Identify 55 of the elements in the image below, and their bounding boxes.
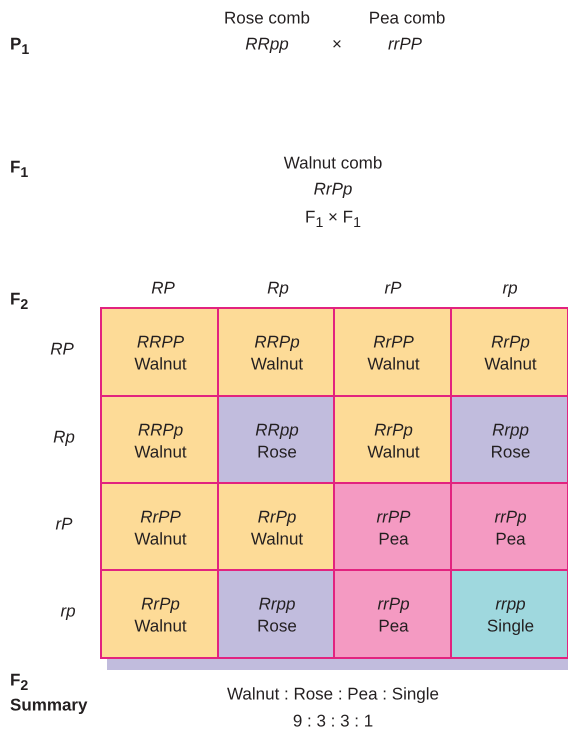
phenotype-label: Walnut: [250, 530, 304, 549]
genotype-label: RrPp: [258, 508, 296, 527]
genotype-label: Rrpp: [258, 596, 296, 614]
genotype-label: rrPp: [377, 596, 410, 614]
genotype-label: RRPP: [136, 334, 184, 352]
generation-label: F$_{1}$: [10, 158, 28, 182]
genotype-label: RrPP: [140, 508, 181, 527]
phenotype-label: Walnut comb: [284, 154, 382, 174]
phenotype-label: Rose: [257, 443, 297, 462]
genotype-label: RRpp: [255, 421, 299, 440]
summary-label: Summary: [10, 696, 88, 716]
phenotype-label: Walnut: [367, 356, 420, 374]
phenotype-label: Walnut: [134, 530, 187, 549]
gamete-header: rp: [60, 602, 76, 622]
genotype-label: RrPP: [373, 334, 414, 352]
phenotype-label: Walnut: [250, 356, 304, 374]
gamete-header: rP: [56, 515, 72, 534]
genotype-label: RrPp: [374, 421, 413, 440]
gamete-header: rp: [502, 280, 518, 298]
phenotype-label: Walnut: [134, 356, 187, 374]
phenotype-label: Walnut: [134, 618, 187, 636]
gamete-header: rP: [384, 280, 402, 298]
phenotype-label: Walnut: [367, 443, 420, 462]
genotype-label: rrPP: [376, 508, 410, 527]
phenotype-label: Walnut: [484, 356, 537, 374]
genotype-label: RRpp: [245, 36, 289, 54]
genotype-label: RrPp: [491, 334, 530, 352]
genotype-label: rrpp: [495, 596, 526, 614]
generation-label: F$_{2}$: [10, 672, 28, 694]
genotype-label: RRPp: [138, 421, 184, 440]
generation-label: F$_{2}$: [10, 290, 28, 314]
gamete-header: Rp: [267, 280, 289, 298]
phenotype-label: Rose: [257, 618, 297, 636]
phenotype-label: Pea: [378, 530, 409, 549]
gamete-header: RP: [50, 340, 74, 360]
phenotype-label: Walnut: [134, 443, 187, 462]
gamete-header: RP: [151, 280, 175, 298]
phenotype-label: Pea comb: [368, 10, 446, 28]
genotype-label: rrPP: [388, 36, 422, 54]
ratio-numbers: 9 : 3 : 3 : 1: [292, 712, 374, 732]
phenotype-label: Pea: [495, 530, 526, 549]
cross-symbol: ×: [332, 36, 342, 54]
genotype-label: RrPp: [314, 180, 352, 200]
generation-label: P$_{1}$: [10, 36, 30, 58]
cross-label: F$_{1}$ × F$_{1}$: [305, 208, 361, 232]
phenotype-label: Pea: [378, 618, 409, 636]
phenotype-label: Single: [486, 618, 534, 636]
genotype-label: RRPp: [254, 334, 300, 352]
gamete-header: Rp: [53, 428, 75, 447]
genotype-label: RrPp: [141, 596, 180, 614]
ratio-labels: Walnut : Rose : Pea : Single: [227, 686, 439, 704]
phenotype-label: Rose comb: [224, 10, 310, 28]
phenotype-label: Rose: [490, 443, 530, 462]
genotype-label: rrPp: [494, 508, 527, 527]
genotype-label: Rrpp: [492, 421, 529, 440]
